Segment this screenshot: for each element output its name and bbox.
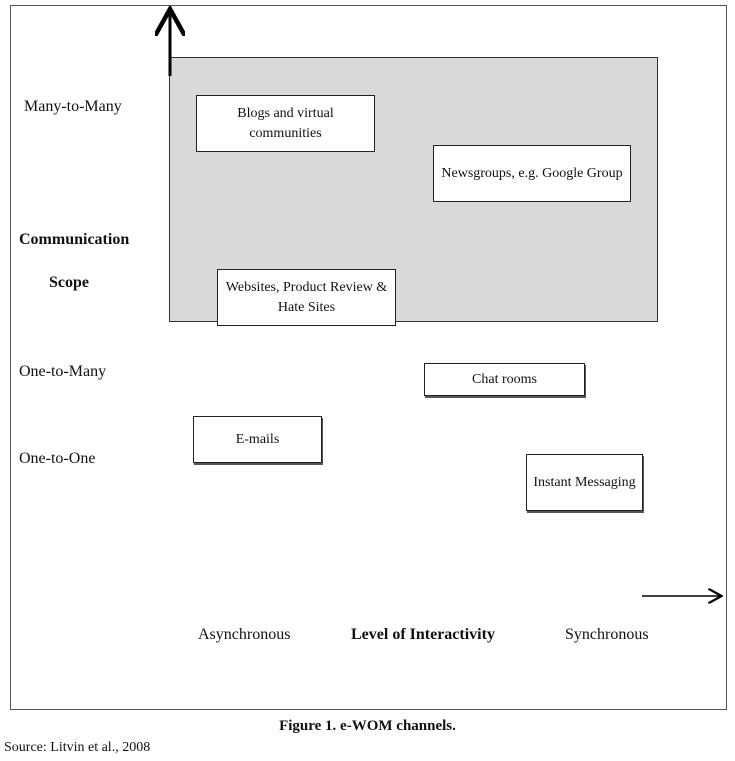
- channel-emails: E-mails: [193, 416, 322, 463]
- channel-blogs: Blogs and virtual communities: [196, 95, 375, 152]
- channel-websites: Websites, Product Review & Hate Sites: [217, 269, 396, 326]
- y-level-one-to-one: One-to-One: [19, 450, 96, 467]
- channel-blogs-label: Blogs and virtual communities: [237, 105, 334, 141]
- y-level-many-to-many: Many-to-Many: [24, 98, 122, 115]
- channel-chat-rooms: Chat rooms: [424, 363, 585, 396]
- channel-emails-label: E-mails: [235, 431, 280, 447]
- x-axis-title: Level of Interactivity: [351, 626, 495, 643]
- channel-newsgroups: Newsgroups, e.g. Google Group: [433, 145, 631, 202]
- channel-instant-messaging-label: Instant Messaging: [533, 474, 636, 490]
- figure-caption: Figure 1. e-WOM channels.: [279, 718, 456, 734]
- channel-websites-label: Websites, Product Review & Hate Sites: [225, 279, 388, 315]
- y-axis-title-line1: Communication: [19, 231, 130, 248]
- channel-chat-rooms-label: Chat rooms: [472, 371, 537, 387]
- diagram-frame: [10, 5, 727, 710]
- y-level-one-to-many: One-to-Many: [19, 363, 107, 380]
- figure-source: Source: Litvin et al., 2008: [4, 740, 151, 755]
- y-axis-title-line2: Scope: [49, 274, 89, 291]
- channel-instant-messaging: Instant Messaging: [526, 454, 643, 511]
- x-axis-left-label: Asynchronous: [198, 626, 291, 643]
- channel-newsgroups-label: Newsgroups, e.g. Google Group: [441, 165, 623, 181]
- x-axis-right-label: Synchronous: [565, 626, 649, 643]
